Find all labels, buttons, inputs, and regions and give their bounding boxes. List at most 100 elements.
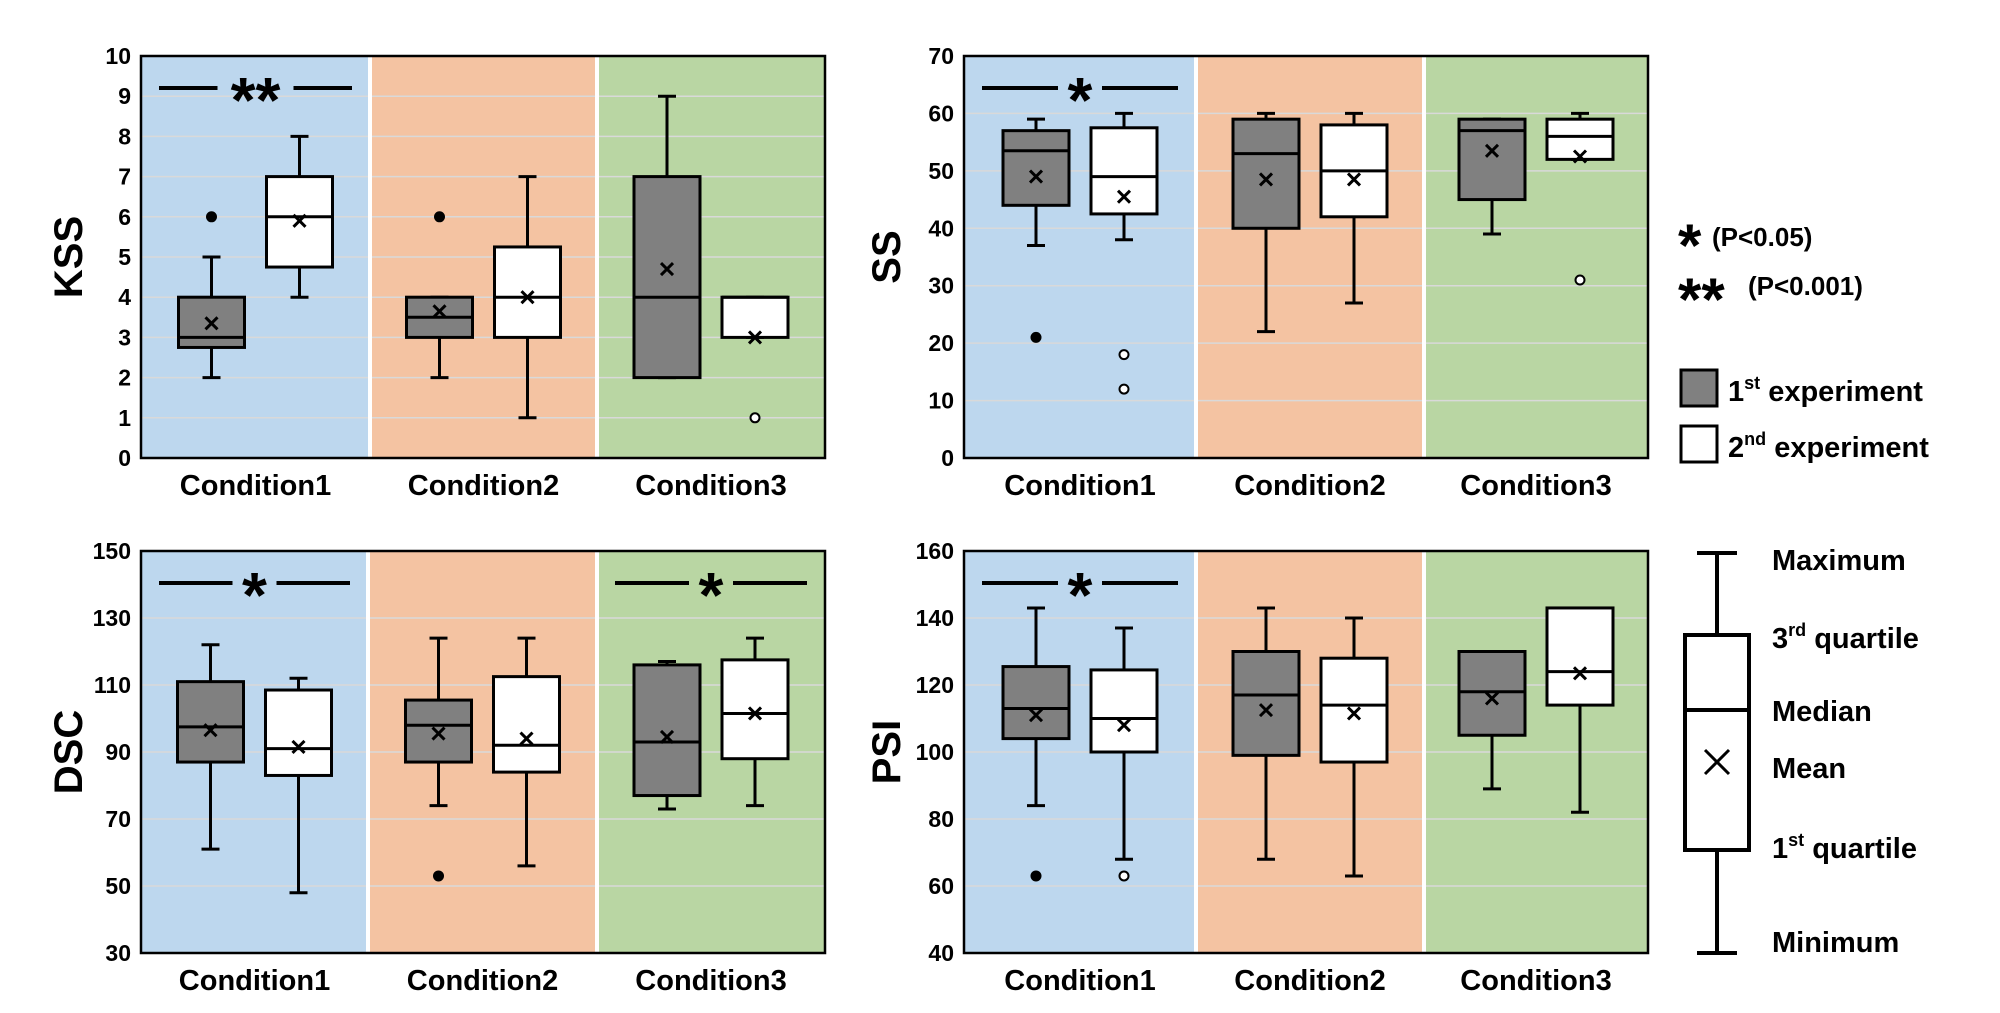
- plot-frame: [139, 549, 827, 955]
- exp2-box-condition3-outlier: [749, 412, 761, 424]
- y-tick-label: 7: [118, 164, 131, 190]
- legend-swatch-1st-experiment: [1679, 368, 1719, 408]
- y-tick-label: 40: [928, 215, 954, 241]
- key-mean-label: Mean: [1772, 753, 1846, 785]
- category-label: Condition3: [635, 470, 786, 502]
- exp1-box-condition2-outlier: [433, 870, 444, 882]
- exp1-box-condition1-outlier: [1030, 331, 1042, 343]
- legend-swatch-2nd-experiment: [1679, 424, 1719, 464]
- y-tick-label: 6: [118, 204, 131, 230]
- significance-marker: **: [231, 64, 281, 136]
- exp1-box-condition1-mean: [203, 723, 218, 738]
- exp1-box-condition1: [1001, 129, 1071, 207]
- y-tick-label: 0: [118, 445, 131, 471]
- exp2-box-condition3: [1545, 117, 1615, 161]
- y-tick-label: 50: [105, 873, 131, 899]
- exp2-box-condition1-outlier: [1118, 349, 1130, 361]
- exp2-box-condition2-mean: [1346, 172, 1362, 187]
- y-tick-label: 50: [928, 158, 954, 184]
- y-tick-label: 100: [916, 739, 954, 765]
- exp2-box-condition2: [492, 675, 561, 774]
- exp1-box-condition1: [176, 680, 245, 764]
- y-tick-label: 140: [916, 605, 954, 631]
- exp1-box-condition2: [404, 698, 473, 764]
- plot-frame: [139, 54, 827, 460]
- key-maximum-label: Maximum: [1772, 545, 1906, 577]
- exp1-box-condition3: [1457, 650, 1527, 737]
- exp1-box-condition1-mean: [1028, 169, 1044, 184]
- exp1-box-condition3: [632, 175, 702, 380]
- exp1-box-condition1-outlier: [206, 211, 217, 223]
- exp2-box-condition3: [720, 658, 790, 761]
- category-label: Condition1: [179, 965, 330, 997]
- key-median-label: Median: [1772, 696, 1872, 728]
- exp2-box-condition1-outlier: [1118, 870, 1130, 882]
- category-label: Condition1: [1004, 470, 1155, 502]
- exp1-box-condition1-mean: [1028, 708, 1044, 723]
- y-tick-label: 0: [941, 445, 954, 471]
- condition1-background: [964, 56, 1196, 458]
- exp2-box-condition1-mean: [1116, 189, 1132, 204]
- y-axis-label: SS: [865, 230, 909, 283]
- y-tick-label: 60: [928, 100, 954, 126]
- exp2-box-condition2-mean: [519, 731, 534, 746]
- significance-marker: *: [699, 559, 724, 631]
- exp1-box-condition3-mean: [1484, 143, 1500, 158]
- legend-sig1-symbol: *: [1678, 212, 1702, 279]
- category-label: Condition2: [1234, 470, 1385, 502]
- series-legend: 1st experiment 2nd experiment: [1679, 368, 1929, 464]
- y-tick-label: 120: [916, 672, 954, 698]
- exp2-box-condition3-mean: [747, 706, 763, 721]
- category-label: Condition2: [408, 470, 559, 502]
- exp1-box-condition1-outlier: [1030, 870, 1042, 882]
- exp2-box-condition2-mean: [1346, 706, 1362, 721]
- category-label: Condition1: [180, 470, 331, 502]
- exp2-box-condition1-mean: [1116, 718, 1132, 733]
- exp1-box-condition2-mean: [1258, 703, 1274, 718]
- exp1-box-condition2: [1231, 650, 1301, 757]
- category-label: Condition3: [635, 965, 786, 997]
- exp1-box-condition3: [1457, 117, 1527, 202]
- plot-frame: [962, 54, 1650, 460]
- exp1-box-condition2-outlier: [434, 211, 445, 223]
- exp2-box-condition3-outlier: [1574, 274, 1586, 286]
- category-label: Condition2: [407, 965, 558, 997]
- significance-legend: * (P<0.05) ** (P<0.001): [1678, 212, 1863, 333]
- y-tick-label: 10: [928, 388, 954, 414]
- y-tick-label: 110: [94, 672, 131, 698]
- category-label: Condition3: [1460, 965, 1611, 997]
- y-tick-label: 4: [118, 284, 131, 310]
- exp1-box-condition3: [632, 663, 702, 798]
- y-tick-label: 80: [928, 806, 954, 832]
- legend-label-2nd-experiment: 2nd experiment: [1728, 429, 1929, 464]
- category-label: Condition2: [1234, 965, 1385, 997]
- significance-marker: *: [1068, 559, 1093, 631]
- legend-sig2-label: (P<0.001): [1748, 271, 1863, 301]
- y-axis-label: PSI: [865, 720, 909, 784]
- y-tick-label: 30: [105, 940, 131, 966]
- exp2-box-condition1-mean: [292, 213, 307, 228]
- key-q1-label: 1st quartile: [1772, 830, 1917, 865]
- exp1-box-condition2-mean: [432, 304, 447, 319]
- exp2-box-condition1: [264, 688, 333, 777]
- y-tick-label: 160: [916, 538, 954, 564]
- exp2-box-condition2-mean: [520, 290, 535, 305]
- condition3-background: [1424, 56, 1648, 458]
- y-tick-label: 130: [93, 605, 131, 631]
- exp1-box-condition2: [1231, 117, 1301, 230]
- y-tick-label: 70: [105, 806, 131, 832]
- exp2-box-condition1: [1089, 668, 1159, 754]
- legend-sig1-label: (P<0.05): [1712, 222, 1812, 252]
- y-tick-label: 8: [118, 123, 131, 149]
- boxplot-key: Maximum 3rd quartile Median Mean 1st qua…: [1683, 545, 1919, 959]
- y-tick-label: 10: [105, 43, 131, 69]
- exp1-box-condition3-mean: [659, 261, 675, 277]
- y-tick-label: 150: [93, 538, 131, 564]
- legend-label-1st-experiment: 1st experiment: [1728, 373, 1923, 408]
- significance-marker: *: [1068, 64, 1093, 136]
- y-axis-label: DSC: [47, 710, 91, 794]
- exp1-box-condition2-mean: [431, 726, 446, 741]
